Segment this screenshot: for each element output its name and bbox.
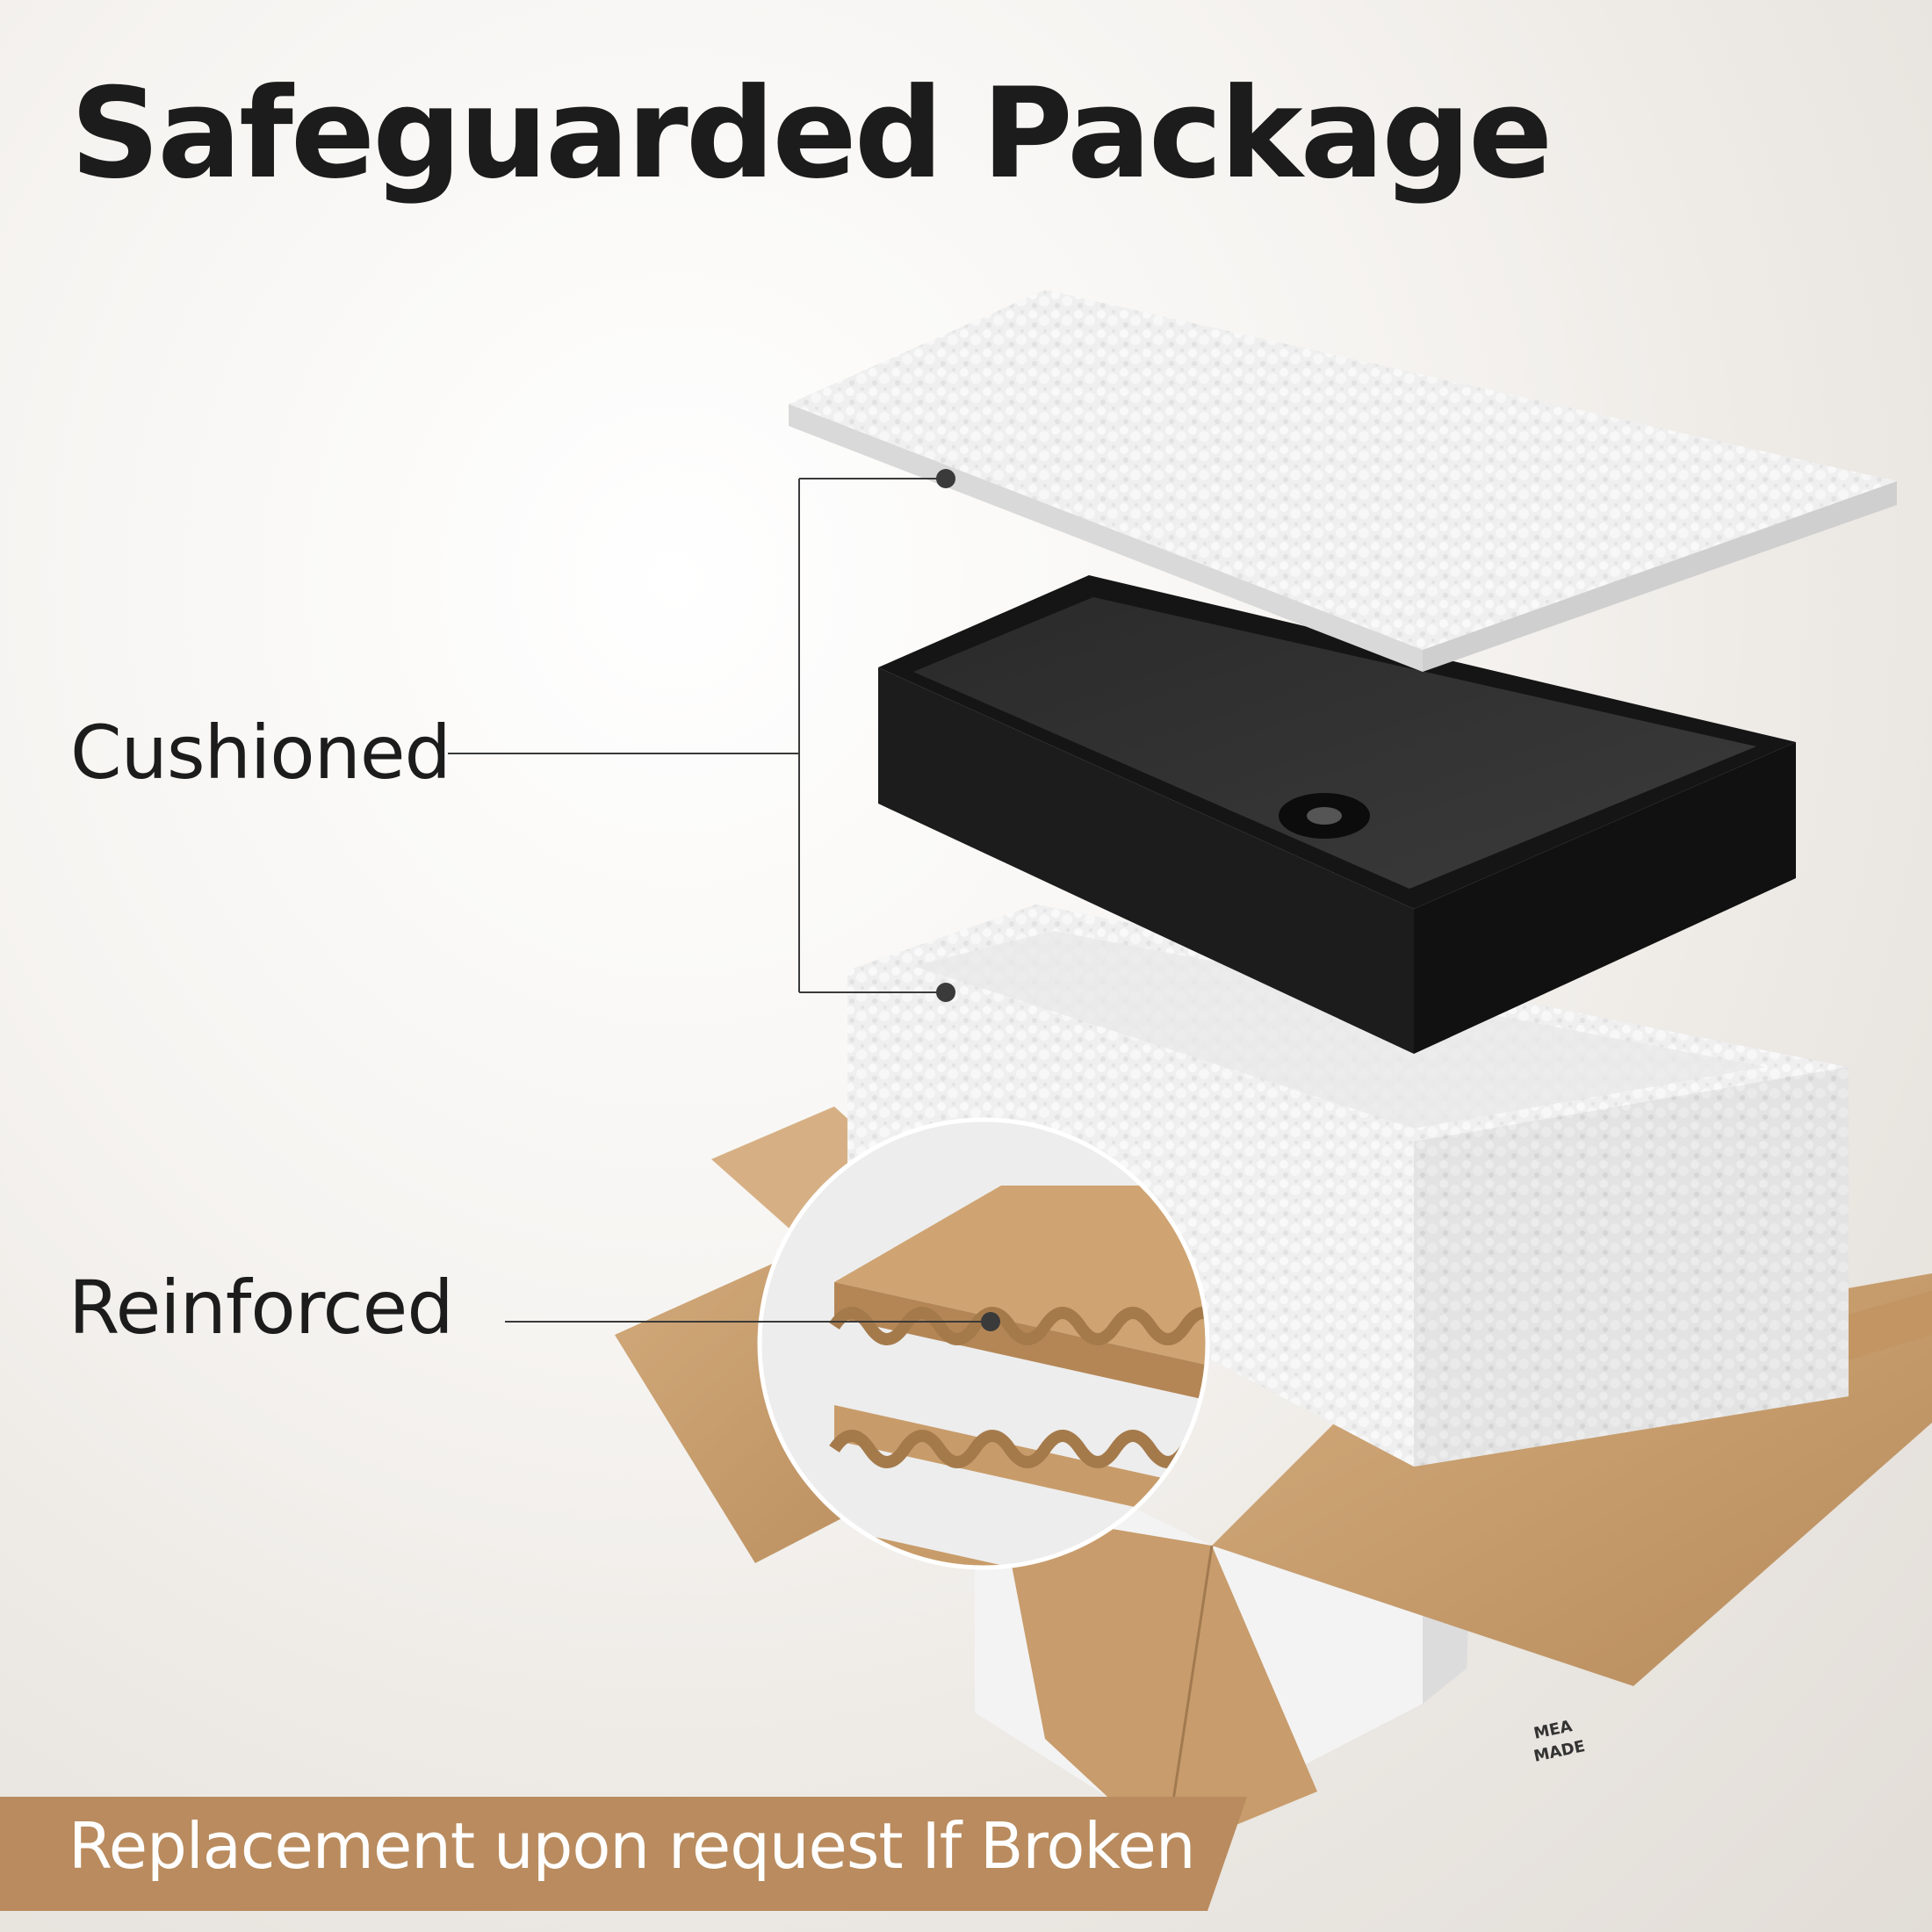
black-basin bbox=[878, 575, 1796, 1054]
box-mark-line1: MEA bbox=[1532, 1717, 1575, 1743]
cushioned-dot-lid bbox=[936, 469, 955, 488]
corrugation-zoom bbox=[757, 1117, 1210, 1570]
cushioned-dot-tray bbox=[936, 983, 955, 1002]
reinforced-label: Reinforced bbox=[68, 1265, 454, 1351]
reinforced-dot bbox=[981, 1312, 1000, 1331]
replacement-banner-text: Replacement upon request If Broken bbox=[68, 1809, 1195, 1883]
page-title: Safeguarded Package bbox=[70, 61, 1553, 206]
cushioned-label: Cushioned bbox=[70, 710, 451, 796]
replacement-banner bbox=[0, 1797, 1247, 1911]
cushioned-leader bbox=[448, 478, 946, 993]
